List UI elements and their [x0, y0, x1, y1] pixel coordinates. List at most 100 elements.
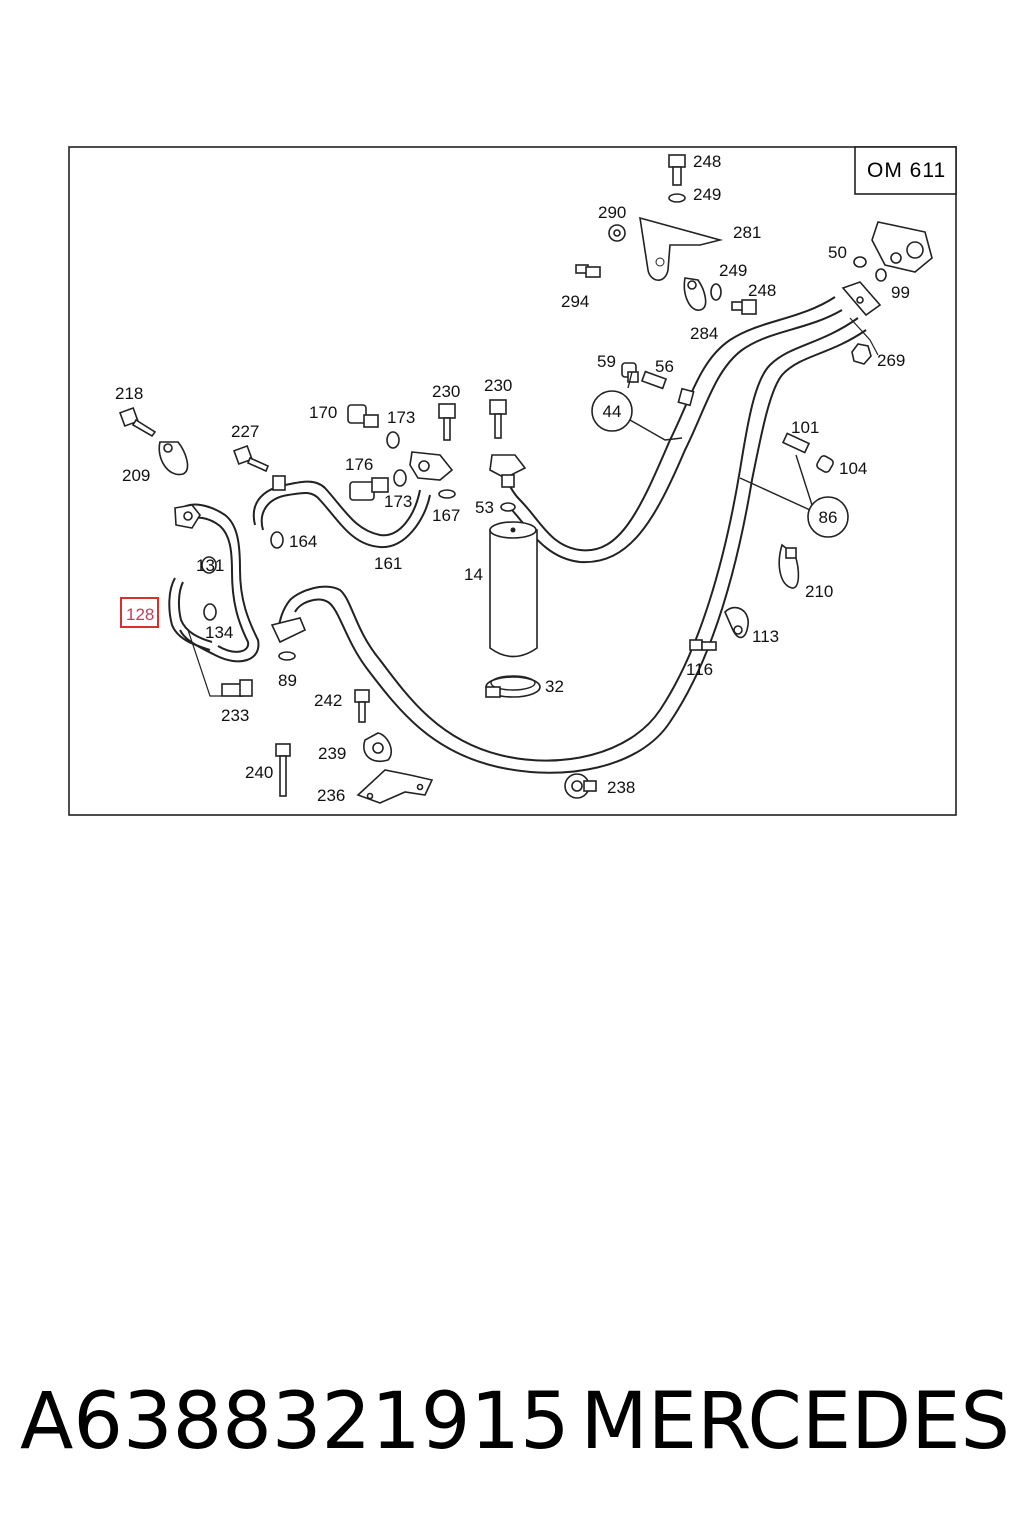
- nut-290: [608, 224, 626, 242]
- label-290: 290: [598, 203, 626, 222]
- bolt-218: [119, 407, 157, 438]
- seal-173-bottom: [393, 469, 407, 487]
- valve-101: [781, 432, 811, 454]
- label-56: 56: [655, 357, 674, 376]
- seal-99: [875, 268, 887, 282]
- fitting-drier-top: [489, 454, 527, 488]
- label-269: 269: [877, 351, 905, 370]
- seal-131: [201, 556, 217, 574]
- fitting-131: [174, 504, 201, 529]
- clamp-113: [724, 606, 749, 639]
- grommet-238: [564, 773, 597, 799]
- part-number: A6388321915: [20, 1377, 570, 1467]
- clamp-284: [683, 277, 707, 311]
- bolt-248-top: [668, 154, 686, 186]
- leader-233: [187, 629, 222, 697]
- label-101: 101: [791, 418, 819, 437]
- bolt-233: [221, 679, 253, 697]
- label-131: 131: [196, 556, 224, 575]
- label-113: 113: [752, 627, 779, 646]
- clamp-239: [363, 732, 393, 762]
- receiver-drier-14: [489, 521, 538, 658]
- label-32: 32: [545, 677, 564, 696]
- label-248-right: 248: [748, 281, 776, 300]
- bolt-294: [575, 264, 601, 278]
- label-164: 164: [289, 532, 317, 551]
- washer-249-right: [710, 283, 722, 301]
- label-104: 104: [839, 459, 867, 478]
- label-161: 161: [374, 554, 402, 573]
- label-53: 53: [475, 498, 494, 517]
- switch-176: [349, 477, 389, 501]
- clamp-32: [485, 675, 541, 698]
- seal-50: [853, 256, 867, 268]
- parts-diagram: OM 611: [68, 146, 957, 816]
- label-248-top: 248: [693, 152, 721, 171]
- bolt-242: [354, 689, 370, 723]
- clamp-209: [158, 441, 189, 476]
- fitting-block: [409, 451, 454, 481]
- bolt-248-right: [731, 299, 757, 315]
- label-99: 99: [891, 283, 910, 302]
- label-170: 170: [309, 403, 337, 422]
- pipe-161: [252, 480, 431, 549]
- label-210: 210: [805, 582, 833, 601]
- label-209: 209: [122, 466, 150, 485]
- pipe-128-131: [168, 503, 260, 663]
- engine-code-box: [854, 146, 957, 195]
- seal-167: [438, 489, 456, 499]
- valve-56: [640, 370, 668, 390]
- label-230-right: 230: [484, 376, 512, 395]
- fitting-lower-left: [270, 617, 307, 644]
- highlight-box-128: [120, 597, 159, 628]
- caption: A6388321915 MERCEDES: [20, 1372, 1010, 1472]
- label-233: 233: [221, 706, 249, 725]
- bracket-236: [356, 769, 434, 804]
- switch-170: [347, 404, 379, 428]
- pipe-main-upper: [499, 296, 843, 564]
- brand-name: MERCEDES: [580, 1377, 1011, 1467]
- label-59: 59: [597, 352, 616, 371]
- label-173-top: 173: [387, 408, 415, 427]
- leader-269: [849, 317, 879, 356]
- bracket-281: [639, 216, 724, 281]
- bolt-230-left: [438, 403, 456, 441]
- pipe-sleeve: [677, 387, 695, 407]
- label-227: 227: [231, 422, 259, 441]
- svg-text:86: 86: [819, 508, 838, 527]
- washer-249-top: [668, 193, 686, 203]
- label-281: 281: [733, 223, 761, 242]
- label-173-bottom: 173: [384, 492, 412, 511]
- engine-code: OM 611: [867, 159, 946, 182]
- label-240: 240: [245, 763, 273, 782]
- bolt-240: [275, 743, 291, 797]
- label-176: 176: [345, 455, 373, 474]
- bolt-230-right: [489, 399, 507, 439]
- label-218: 218: [115, 384, 143, 403]
- fitting-99: [871, 221, 933, 273]
- seal-89: [278, 651, 296, 661]
- label-167: 167: [432, 506, 460, 525]
- valve-59: [621, 362, 639, 383]
- label-284: 284: [690, 324, 718, 343]
- callout-86: 86: [739, 454, 849, 538]
- label-230-left: 230: [432, 382, 460, 401]
- bracket-small: [272, 475, 286, 491]
- label-134: 134: [205, 623, 233, 642]
- seal-173-top: [386, 431, 400, 449]
- seal-53: [500, 502, 516, 512]
- pipe-main-lower: [277, 317, 867, 774]
- label-14: 14: [464, 565, 483, 584]
- seal-164: [270, 531, 284, 549]
- label-89: 89: [278, 671, 297, 690]
- label-128: 128: [126, 605, 154, 624]
- nut-269: [851, 343, 872, 365]
- bolt-227: [233, 445, 270, 473]
- label-238: 238: [607, 778, 635, 797]
- bolt-116: [689, 639, 717, 651]
- label-249-right: 249: [719, 261, 747, 280]
- seal-134: [203, 603, 217, 621]
- clamp-210: [778, 543, 800, 589]
- label-242: 242: [314, 691, 342, 710]
- flange-plate: [841, 281, 882, 317]
